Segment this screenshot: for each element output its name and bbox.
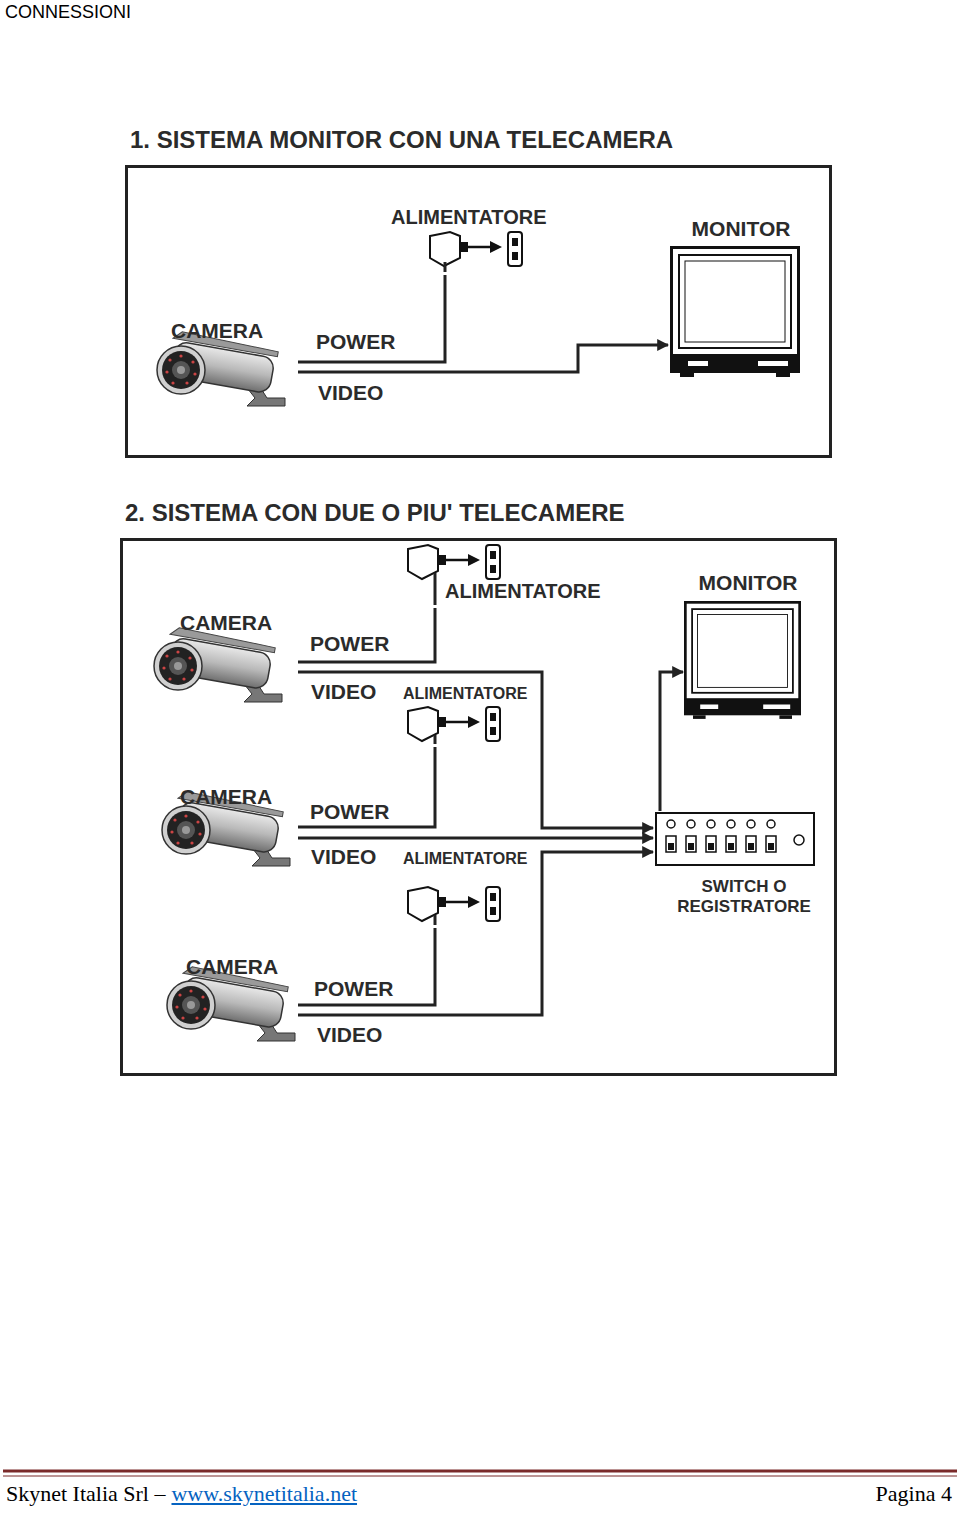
adapter-symbol [430,232,522,266]
signal-wire [298,852,653,1015]
power-wire [434,735,437,744]
signal-label: VIDEO [311,845,376,869]
signal-label: POWER [314,977,393,1001]
signal-wire [298,275,445,362]
camera-symbol [154,626,282,702]
power-wire [444,262,447,272]
monitor-symbol [670,248,800,378]
company-name: Skynet Italia Srl – [6,1481,165,1507]
power-supply: ALIMENTATORE [388,203,578,275]
device-label: ALIMENTATORE [403,685,527,703]
device-label: SWITCH O REGISTRATORE [659,877,829,916]
signal-wire [298,928,435,1005]
device-label: MONITOR [699,571,798,595]
power-supply: ALIMENTATORE [408,546,630,608]
switch-symbol [656,813,814,865]
camera-unit: CAMERA [153,609,298,709]
footer-rule [3,1476,957,1477]
power-supply: ALIMENTATORE [401,683,539,747]
adapter-symbol [408,545,500,579]
panel-title: 1. SISTEMA MONITOR CON UNA TELECAMERA [130,126,673,154]
page-header: CONNESSIONI [5,2,131,24]
signal-wire [298,837,653,840]
device-label: CAMERA [186,955,278,979]
video-wire [660,672,683,811]
device-label: MONITOR [692,217,791,241]
panel-frame: 2. SISTEMA CON DUE O PIU' TELECAMEREALIM… [120,538,837,1076]
signal-wire [298,672,653,828]
panel-title: 2. SISTEMA CON DUE O PIU' TELECAMERE [125,499,625,527]
device-label: ALIMENTATORE [445,580,601,603]
signal-label: POWER [316,330,395,354]
monitor-unit: MONITOR [683,569,811,725]
signal-label: POWER [310,632,389,656]
power-supply: ALIMENTATORE [401,848,539,928]
footer: Skynet Italia Srl –www.skynetitalia.net [6,1481,357,1507]
signal-label: POWER [310,800,389,824]
power-wire [434,573,437,605]
signal-wire [298,608,435,662]
monitor-symbol [684,602,801,719]
footer-rule [3,1470,957,1473]
device-label: CAMERA [171,319,263,343]
camera-unit: CAMERA [153,317,298,417]
panel-frame: 1. SISTEMA MONITOR CON UNA TELECAMERACAM… [125,165,832,458]
signal-label: VIDEO [311,680,376,704]
camera-symbol [157,330,285,406]
power-wire [434,915,437,925]
device-label: ALIMENTATORE [391,206,547,229]
device-label: CAMERA [180,785,272,809]
signal-label: VIDEO [317,1023,382,1047]
device-label: CAMERA [180,611,272,635]
signal-wire [298,747,435,827]
camera-unit: CAMERA [153,783,298,875]
monitor-unit: MONITOR [668,215,810,383]
camera-unit: CAMERA [163,953,298,1051]
adapter-symbol [408,887,500,921]
website-link: www.skynetitalia.net [171,1481,357,1507]
signal-wire [298,345,668,372]
camera-symbol [162,790,290,866]
camera-symbol [167,965,295,1041]
device-label: ALIMENTATORE [403,850,527,868]
page-number: Pagina 4 [876,1481,952,1507]
signal-label: VIDEO [318,381,383,405]
adapter-symbol [408,707,500,741]
switch-recorder: SWITCH O REGISTRATORE [653,811,829,939]
